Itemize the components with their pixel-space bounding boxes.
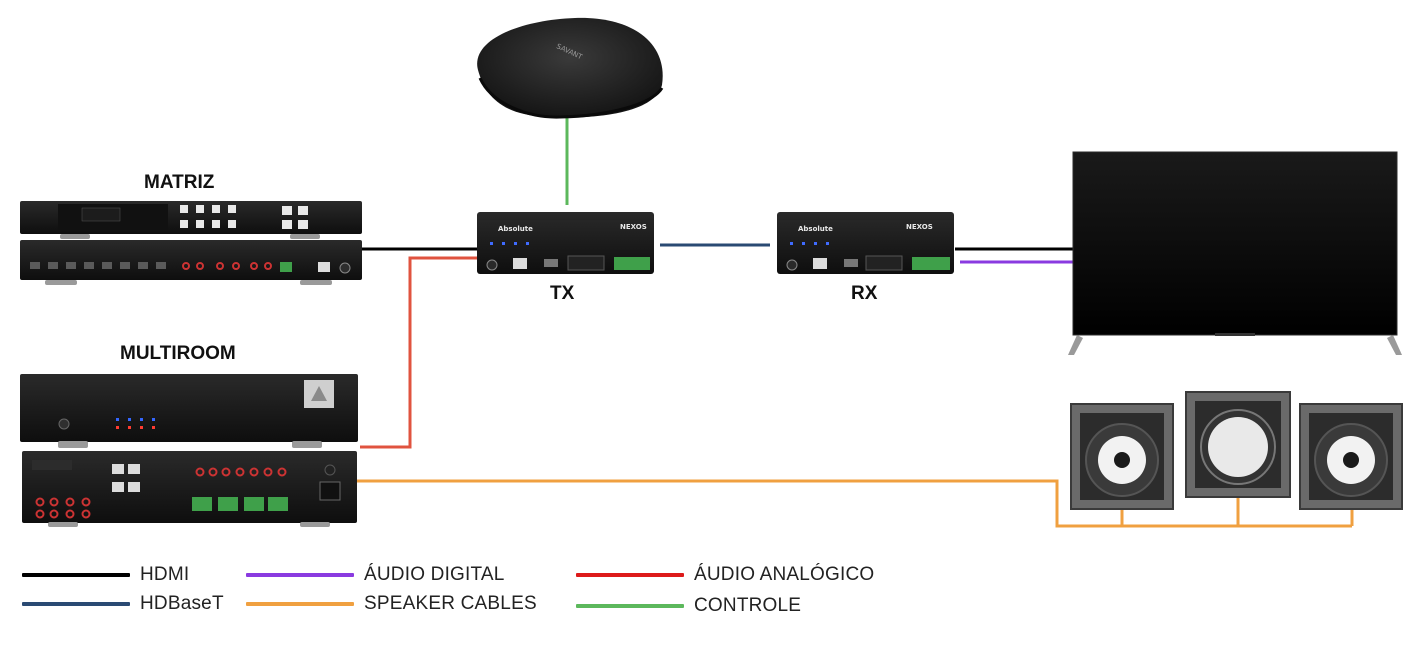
label-tx: TX (550, 283, 575, 304)
tx-brand-text: Absolute (498, 225, 533, 233)
speaker-wire (357, 479, 1352, 528)
tx-extender: Absolute NEXOS (477, 212, 654, 274)
speaker-left (1070, 403, 1174, 510)
speaker-right (1299, 403, 1403, 510)
label-multiroom: MULTIROOM (120, 343, 236, 364)
speaker-center (1185, 391, 1291, 498)
savant-controller: SAVANT (477, 17, 664, 119)
rx-brand-text: Absolute (798, 225, 833, 233)
wires (357, 115, 1354, 528)
multiroom-amplifier (20, 374, 358, 527)
analog-audio-wire (360, 256, 477, 449)
rx-extender: Absolute NEXOS (777, 212, 954, 274)
label-rx: RX (851, 283, 878, 304)
rx-nexos-text: NEXOS (906, 223, 933, 231)
tx-nexos-text: NEXOS (620, 223, 647, 231)
label-matriz: MATRIZ (144, 172, 215, 193)
television (1068, 151, 1402, 355)
matrix-switcher (20, 201, 362, 285)
